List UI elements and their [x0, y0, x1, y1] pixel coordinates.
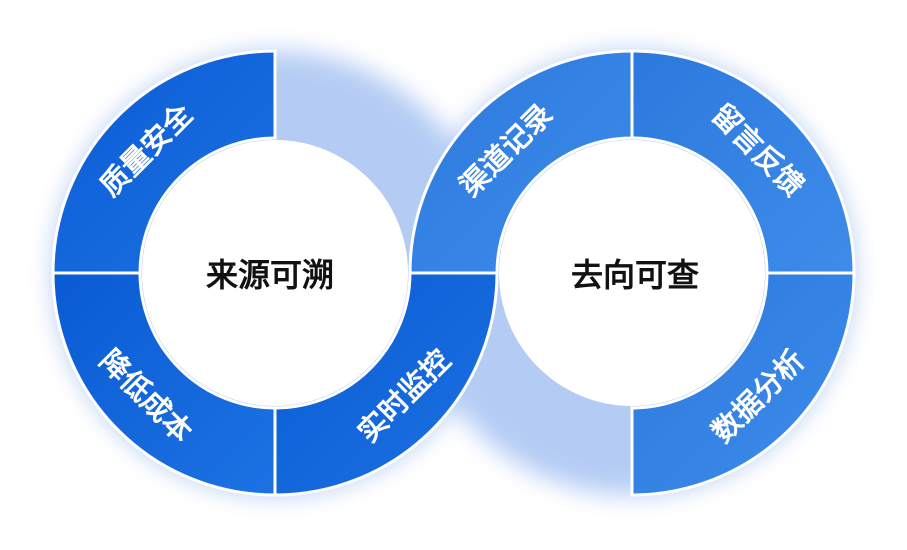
segment-feedback[interactable]	[630, 49, 856, 275]
segment-reduce-cost[interactable]	[51, 271, 277, 497]
right-center-circle	[499, 140, 765, 406]
right-ring: 渠道记录 留言反馈 数据分析 去向可查	[408, 49, 856, 497]
segment-realtime-monitor[interactable]	[273, 271, 499, 497]
segment-quality-safety[interactable]	[51, 49, 277, 275]
segment-channel-record[interactable]	[408, 49, 634, 275]
right-center-title: 去向可查	[571, 256, 699, 294]
segment-data-analysis[interactable]	[630, 271, 856, 497]
left-center-circle	[142, 140, 408, 406]
left-center-title: 来源可溯	[206, 256, 334, 294]
